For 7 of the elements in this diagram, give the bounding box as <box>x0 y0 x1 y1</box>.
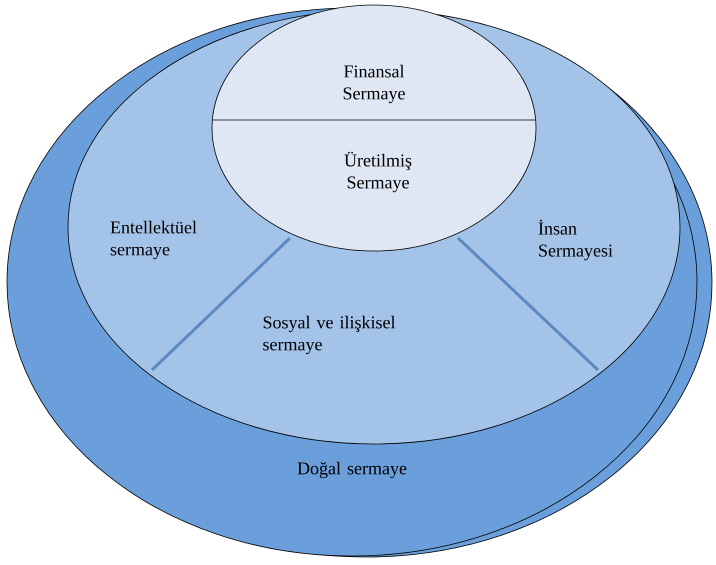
region-label: Sosyal ve ilişkisel sermaye <box>263 316 396 354</box>
ellipse-region <box>212 4 536 252</box>
region-label: Doğal sermaye <box>298 462 406 478</box>
region-label: Finansal Sermaye <box>344 64 405 104</box>
region-label: İnsan Sermayesi <box>538 220 613 260</box>
region-label: Entellektüel sermaye <box>110 220 197 260</box>
region-label: Üretilmiş Sermaye <box>344 152 412 192</box>
